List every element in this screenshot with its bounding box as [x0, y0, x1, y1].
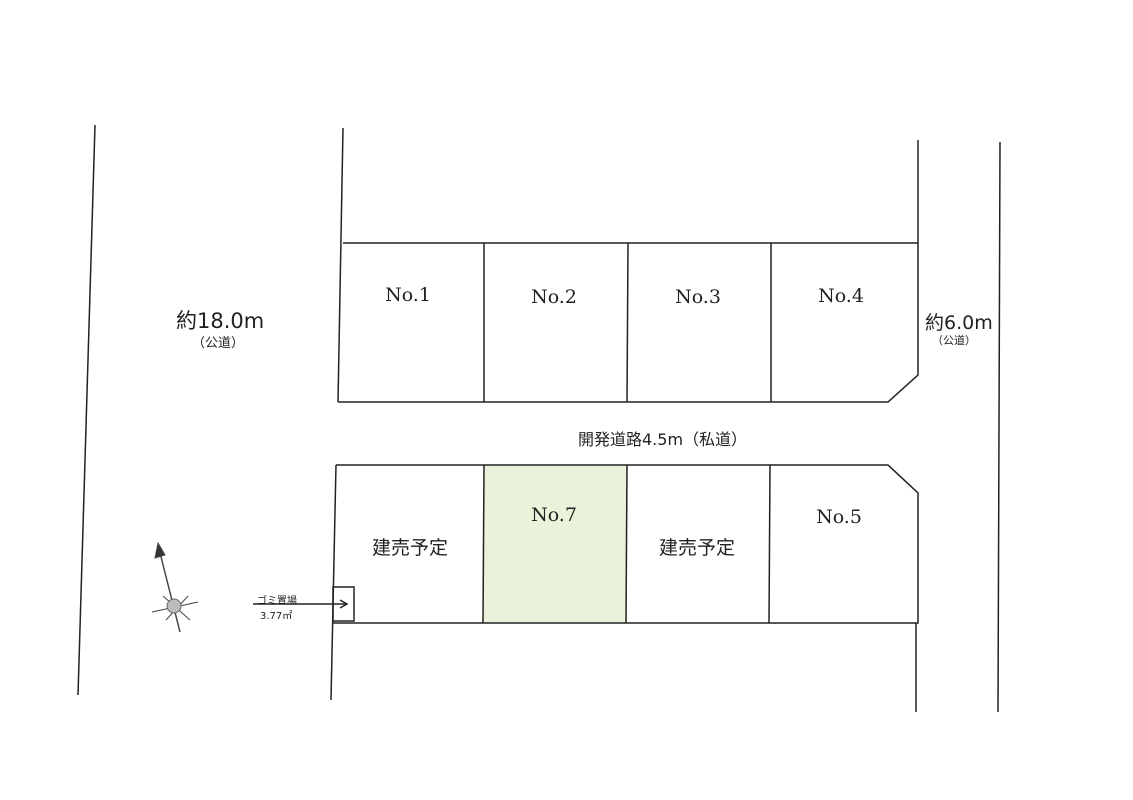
lot-no7: No.7 — [531, 504, 577, 526]
garbage-area: 3.77㎡ — [260, 611, 293, 622]
garbage-label: ゴミ置場 — [257, 596, 297, 607]
left-road-type: （公道） — [192, 336, 245, 351]
right-road-width: 約6.0m — [925, 312, 993, 334]
lot-no2: No.2 — [531, 286, 577, 308]
left-road-line — [77, 124, 96, 696]
divider — [626, 242, 629, 403]
lot-no5: No.5 — [816, 506, 862, 528]
lot-planned-2: 建売予定 — [658, 537, 736, 559]
left-boundary-top — [337, 127, 344, 403]
right-road-line — [997, 141, 1001, 713]
divider — [768, 464, 771, 624]
lot-no3: No.3 — [675, 286, 721, 308]
development-road-label: 開発道路4.5m（私道） — [578, 430, 748, 449]
lot-no1: No.1 — [385, 284, 431, 306]
north-arrow-icon — [151, 541, 199, 633]
right-road-type: （公道） — [932, 334, 976, 347]
bottom-block-outline — [333, 464, 919, 624]
left-boundary-bottom — [330, 464, 337, 701]
lot-planned-1: 建売予定 — [371, 537, 449, 559]
lot-no4: No.4 — [818, 285, 864, 307]
top-block-outline — [338, 242, 919, 403]
divider — [482, 464, 485, 624]
lot-7-highlight — [484, 465, 627, 623]
left-road-width: 約18.0m — [176, 309, 265, 333]
divider — [625, 464, 628, 624]
